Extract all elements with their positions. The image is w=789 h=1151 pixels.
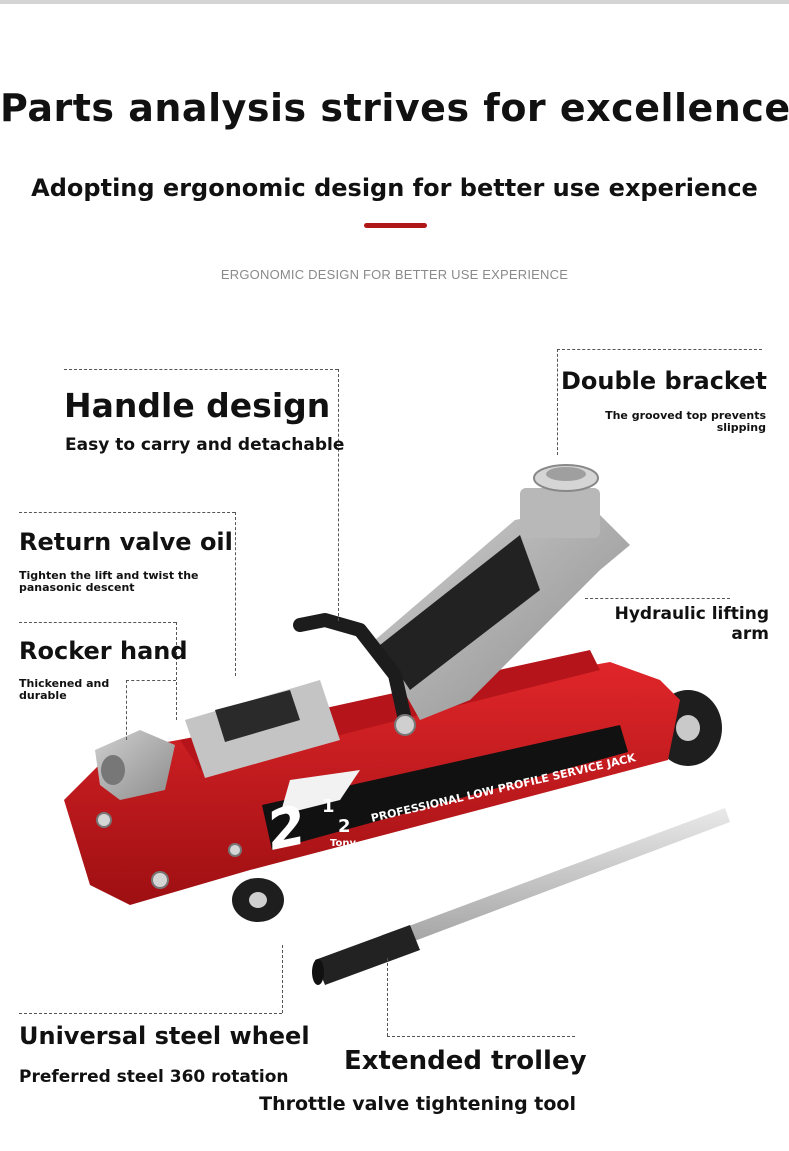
double-bracket-desc: The grooved top prevents slipping	[605, 409, 766, 434]
return-valve-desc: Tighten the lift and twist the panasonic…	[19, 569, 199, 594]
leader-line	[338, 369, 339, 621]
accent-bar	[364, 223, 427, 228]
rocker-hand-title: Rocker hand	[19, 637, 188, 665]
badge-brand: Tony	[330, 838, 356, 849]
leader-line	[282, 945, 283, 1013]
return-valve-title: Return valve oil	[19, 528, 233, 556]
handle-design-desc: Easy to carry and detachable	[65, 435, 345, 455]
extended-trolley-desc: Throttle valve tightening tool	[259, 1093, 576, 1115]
hydraulic-arm-label: Hydraulic lifting arm	[614, 604, 769, 644]
leader-line	[235, 512, 236, 676]
page-title: Parts analysis strives for excellence	[0, 86, 789, 130]
leader-line	[64, 369, 338, 370]
side-graphic	[262, 725, 628, 850]
extended-handle-bar	[312, 808, 730, 985]
section-caption: ERGONOMIC DESIGN FOR BETTER USE EXPERIEN…	[220, 267, 569, 282]
leader-line	[19, 1013, 282, 1014]
extended-trolley-title: Extended trolley	[344, 1046, 587, 1076]
badge-fraction-num: 1	[322, 796, 335, 817]
double-bracket-title: Double bracket	[560, 367, 767, 395]
leader-line	[126, 680, 176, 681]
leader-line	[19, 622, 176, 623]
steel-wheel-desc: Preferred steel 360 rotation	[19, 1067, 289, 1087]
leader-line	[19, 512, 235, 513]
leader-line	[176, 622, 177, 720]
rocker-hand-desc: Thickened and durable	[19, 677, 110, 702]
page-subtitle: Adopting ergonomic design for better use…	[31, 174, 758, 202]
leader-line	[387, 1036, 575, 1037]
handle-design-title: Handle design	[64, 386, 331, 425]
carry-handle	[293, 613, 412, 727]
top-divider	[0, 0, 789, 4]
leader-line	[387, 958, 388, 1036]
front-caster-wheel	[232, 878, 284, 922]
saddle-bracket	[520, 464, 600, 538]
steel-wheel-title: Universal steel wheel	[19, 1022, 310, 1050]
leader-line	[126, 680, 127, 740]
leader-line	[557, 349, 762, 350]
badge-fraction-den: 2	[338, 816, 351, 837]
leader-line	[585, 598, 730, 599]
leader-line	[557, 349, 558, 455]
